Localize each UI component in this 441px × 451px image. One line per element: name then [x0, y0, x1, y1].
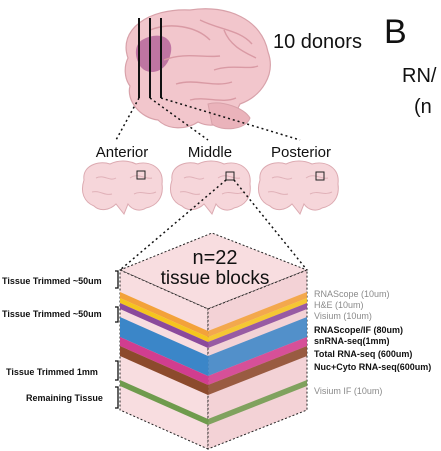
left-label-trim-1: Tissue Trimmed ~50um	[2, 276, 102, 286]
block-layer-bands	[120, 292, 307, 425]
coronal-slice-middle-icon	[169, 160, 251, 215]
section-leader-lines	[115, 97, 301, 141]
brain-lateral-icon	[124, 8, 271, 130]
assay-label: Nuc+Cyto RNA-seq(600um)	[314, 362, 431, 372]
clipped-text-1: RN/	[402, 65, 437, 87]
anterior-label: Anterior	[96, 144, 149, 161]
left-label-trim-2: Tissue Trimmed ~50um	[2, 309, 102, 319]
band-green-right	[208, 380, 307, 425]
band-orange-right	[208, 292, 307, 337]
middle-label: Middle	[188, 144, 232, 161]
panel-letter: B	[384, 13, 407, 51]
left-brackets	[115, 270, 119, 409]
band-brown-right	[208, 346, 307, 395]
tissue-block	[118, 232, 309, 450]
assay-label: Total RNA-seq (600um)	[314, 349, 412, 359]
band-yellow-left	[120, 298, 208, 342]
assay-label-list: RNAScope (10um) H&E (10um) Visium (10um)…	[314, 289, 431, 396]
coronal-slice-anterior-icon	[81, 160, 163, 215]
block-title: tissue blocks	[161, 268, 270, 289]
block-count: n=22	[192, 247, 237, 269]
assay-label: RNAScope/IF (80um)	[314, 325, 403, 335]
band-magenta-right	[208, 337, 307, 385]
band-brown-left	[120, 346, 208, 395]
left-label-remaining: Remaining Tissue	[26, 393, 103, 403]
assay-label: snRNA-seq(1mm)	[314, 336, 390, 346]
band-blue-right	[208, 317, 307, 376]
assay-label: Visium (10um)	[314, 311, 372, 321]
band-orange-left	[120, 292, 208, 337]
band-purple-right	[208, 303, 307, 348]
assay-label: H&E (10um)	[314, 300, 364, 310]
band-yellow-right	[208, 298, 307, 342]
left-label-trim-3: Tissue Trimmed 1mm	[6, 367, 98, 377]
band-magenta-left	[120, 337, 208, 385]
coronal-slice-posterior-icon	[257, 160, 339, 215]
band-green-left	[120, 380, 208, 425]
band-purple-left	[120, 303, 208, 348]
slice-lines	[138, 18, 162, 98]
clipped-text-2: (n	[414, 96, 432, 118]
assay-label: Visium IF (10um)	[314, 386, 382, 396]
assay-label: RNAScope (10um)	[314, 289, 390, 299]
donors-label: 10 donors	[273, 31, 362, 53]
zoom-leader-lines	[119, 179, 308, 271]
posterior-label: Posterior	[271, 144, 331, 161]
band-blue-left	[120, 317, 208, 376]
